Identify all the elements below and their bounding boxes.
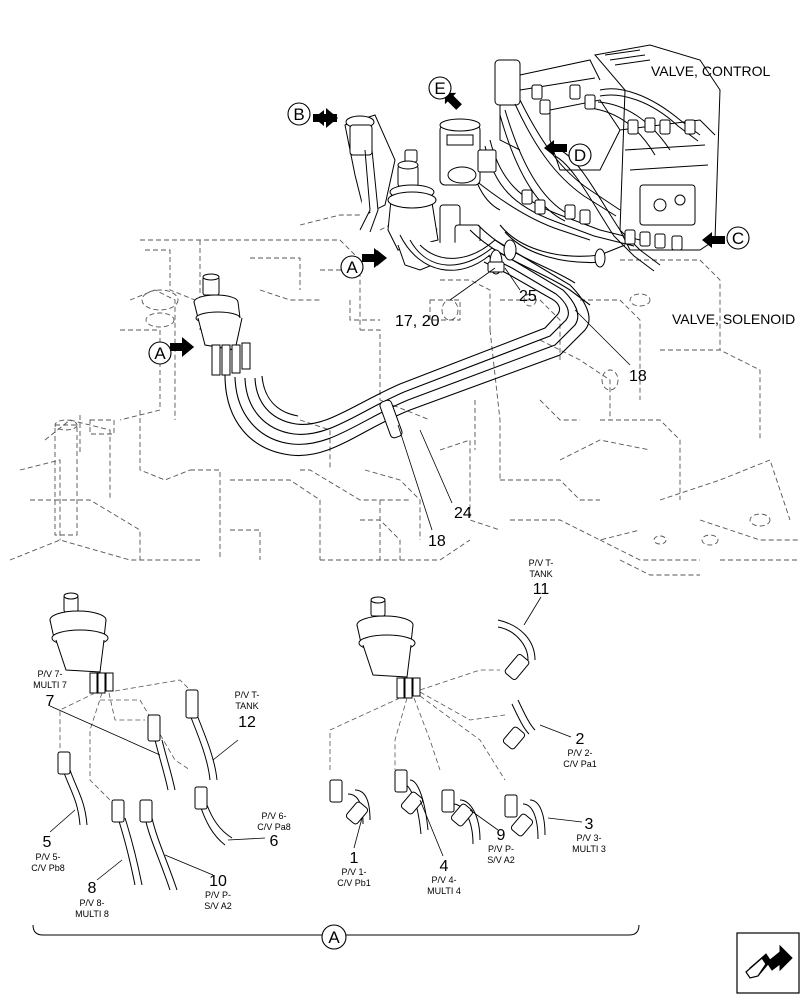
svg-text:P/V 7-: P/V 7- [37, 669, 62, 679]
control-valve-fittings [521, 84, 696, 251]
main-hose-bundle [224, 224, 626, 457]
port-3-label: 3 P/V 3- MULTI 3 [572, 816, 606, 854]
svg-text:P/V T-: P/V T- [529, 558, 554, 568]
svg-text:TANK: TANK [235, 701, 258, 711]
svg-text:B: B [293, 105, 304, 124]
callout-25: 25 [519, 288, 537, 305]
port-6-label: P/V 6- C/V Pa8 6 [257, 811, 291, 850]
view-letter-d: D [568, 143, 592, 167]
svg-text:3: 3 [585, 816, 594, 833]
svg-text:5: 5 [43, 834, 52, 851]
detail-left-hoses [62, 714, 233, 891]
svg-text:A: A [328, 928, 340, 947]
port-2-label: 2 P/V 2- C/V Pa1 [563, 731, 597, 769]
port-12-label: P/V T- TANK 12 [235, 690, 260, 731]
svg-text:7: 7 [46, 693, 55, 710]
solenoid-valve-body [439, 118, 497, 186]
svg-text:P/V 6-: P/V 6- [261, 811, 286, 821]
next-page-arrow-graphic [736, 932, 800, 994]
svg-text:P/V 1-: P/V 1- [341, 867, 366, 877]
valve-control-label: VALVE, CONTROL [651, 63, 771, 79]
view-letter-a-left: A [148, 341, 172, 365]
right-joystick-assembly [387, 160, 496, 271]
svg-text:TANK: TANK [529, 569, 552, 579]
view-letter-a-upper: A [340, 255, 364, 279]
svg-text:C: C [732, 229, 744, 248]
svg-text:MULTI 7: MULTI 7 [33, 680, 67, 690]
detail-right-guide-lines [329, 669, 506, 781]
view-arrow-shapes [170, 108, 386, 357]
detail-right-fittings [329, 654, 534, 837]
port-7-label: P/V 7- MULTI 7 7 [33, 669, 67, 710]
svg-text:8: 8 [88, 880, 97, 897]
svg-text:6: 6 [270, 833, 279, 850]
port-8-label: 8 P/V 8- MULTI 8 [75, 880, 109, 919]
svg-text:MULTI 4: MULTI 4 [427, 886, 461, 896]
svg-text:S/V A2: S/V A2 [487, 855, 515, 865]
svg-text:MULTI 8: MULTI 8 [75, 909, 109, 919]
port-4-label: 4 P/V 4- MULTI 4 [427, 858, 461, 896]
svg-text:D: D [574, 146, 586, 165]
svg-text:1: 1 [350, 850, 359, 867]
svg-text:C/V Pa8: C/V Pa8 [257, 822, 291, 832]
detail-left-guide-lines [59, 679, 191, 801]
control-valve-hoses [469, 88, 701, 272]
svg-text:S/V A2: S/V A2 [204, 901, 232, 911]
main-callout-leaders [397, 267, 631, 531]
detail-left-leaders [49, 705, 266, 881]
svg-text:11: 11 [533, 581, 550, 598]
svg-text:4: 4 [440, 858, 449, 875]
detail-right-joystick [356, 596, 421, 699]
svg-text:A: A [346, 258, 358, 277]
svg-text:E: E [434, 79, 445, 98]
view-letter-b: B [287, 102, 311, 126]
valve-solenoid-label: VALVE, SOLENOID [672, 311, 795, 327]
svg-text:C/V Pb1: C/V Pb1 [337, 878, 371, 888]
detail-right-hoses [347, 619, 546, 845]
callout-24: 24 [454, 505, 472, 522]
svg-text:9: 9 [497, 827, 506, 844]
svg-text:2: 2 [576, 731, 585, 748]
svg-text:MULTI 3: MULTI 3 [572, 844, 606, 854]
svg-text:A: A [154, 344, 166, 363]
svg-text:P/V T-: P/V T- [235, 690, 260, 700]
callout-18-upper: 18 [629, 368, 647, 385]
machine-frame-outline [9, 214, 800, 576]
port-10-label: 10 P/V P- S/V A2 [204, 873, 232, 911]
port-9-label: 9 P/V P- S/V A2 [487, 827, 515, 865]
port-11-label: P/V T- TANK 11 [529, 558, 554, 598]
svg-text:10: 10 [209, 873, 227, 890]
svg-text:12: 12 [238, 714, 256, 731]
view-letter-e: E [428, 76, 452, 100]
hose-clamps [379, 239, 606, 439]
svg-text:P/V P-: P/V P- [488, 844, 514, 854]
svg-text:C/V Pa1: C/V Pa1 [563, 759, 597, 769]
detail-left-fittings [57, 689, 208, 823]
svg-text:P/V 8-: P/V 8- [79, 898, 104, 908]
detail-right-leaders [353, 596, 583, 857]
svg-text:P/V 2-: P/V 2- [567, 748, 592, 758]
svg-text:C/V Pb8: C/V Pb8 [31, 863, 65, 873]
next-page-arrow-icon[interactable] [736, 932, 800, 994]
view-letter-c: C [726, 226, 750, 250]
svg-text:P/V 5-: P/V 5- [35, 852, 60, 862]
svg-text:P/V 3-: P/V 3- [576, 833, 601, 843]
svg-text:P/V P-: P/V P- [205, 890, 231, 900]
callout-17-20: 17, 20 [395, 313, 440, 330]
callout-18-lower: 18 [428, 533, 446, 550]
left-joystick-assembly [193, 273, 251, 376]
port-1-label: 1 P/V 1- C/V Pb1 [337, 850, 371, 888]
upper-pilot-valve [344, 114, 418, 233]
detail-view-letter-a: A [321, 924, 347, 950]
svg-text:P/V 4-: P/V 4- [431, 875, 456, 885]
port-5-label: 5 P/V 5- C/V Pb8 [31, 834, 65, 873]
detail-left-joystick [49, 592, 114, 694]
